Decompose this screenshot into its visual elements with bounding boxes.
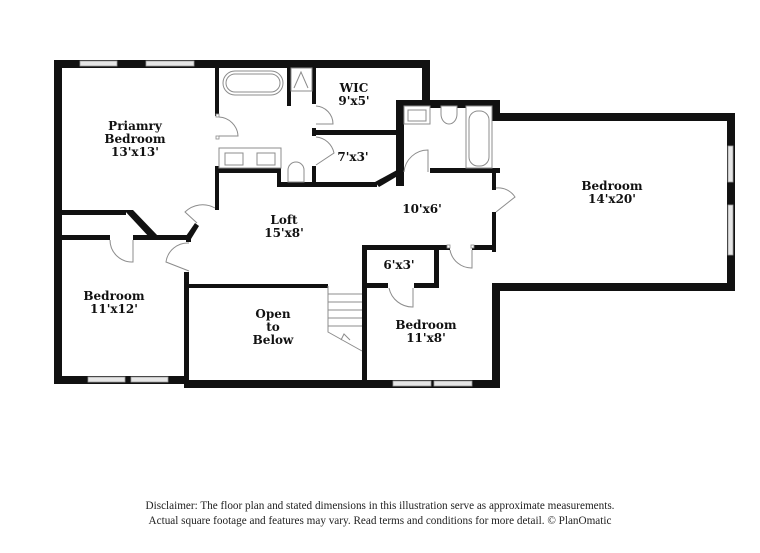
room-dimensions: 6'x3' xyxy=(383,258,415,272)
room-dimensions: 7'x3' xyxy=(337,150,369,164)
doors xyxy=(109,105,516,308)
room-dimensions: 14'x20' xyxy=(588,192,636,206)
room-name: Loft xyxy=(270,213,298,227)
disclaimer-line-1: Disclaimer: The floor plan and stated di… xyxy=(145,500,615,512)
room-name: Priamry xyxy=(108,119,162,133)
fixtures xyxy=(218,67,493,352)
room-name: Bedroom xyxy=(83,289,145,303)
room-label-hall-10x6: 10'x6' xyxy=(402,203,442,216)
room-name: Bedroom xyxy=(104,132,166,146)
interior-walls xyxy=(54,66,500,388)
room-name: Open xyxy=(255,307,291,321)
windows xyxy=(79,60,734,387)
room-label-closet-6x3: 6'x3' xyxy=(383,259,414,272)
room-name: Bedroom xyxy=(395,318,457,332)
staircase-icon xyxy=(327,286,363,352)
toilet-icon xyxy=(440,105,458,125)
room-dimensions: 13'x13' xyxy=(111,145,159,159)
room-label-closet-7x3: 7'x3' xyxy=(337,151,368,164)
room-dimensions: 15'x8' xyxy=(264,226,304,240)
room-name: WIC xyxy=(339,81,369,95)
room-name: Below xyxy=(252,333,294,347)
room-dimensions: 11'x8' xyxy=(406,331,446,345)
toilet-icon xyxy=(287,161,305,183)
room-dimensions: 11'x12' xyxy=(90,302,138,316)
room-name: Bedroom xyxy=(581,179,643,193)
disclaimer-line-2: Actual square footage and features may v… xyxy=(148,515,612,527)
room-name: to xyxy=(266,320,280,334)
room-dimensions: 9'x5' xyxy=(338,94,370,108)
room-dimensions: 10'x6' xyxy=(402,202,442,216)
